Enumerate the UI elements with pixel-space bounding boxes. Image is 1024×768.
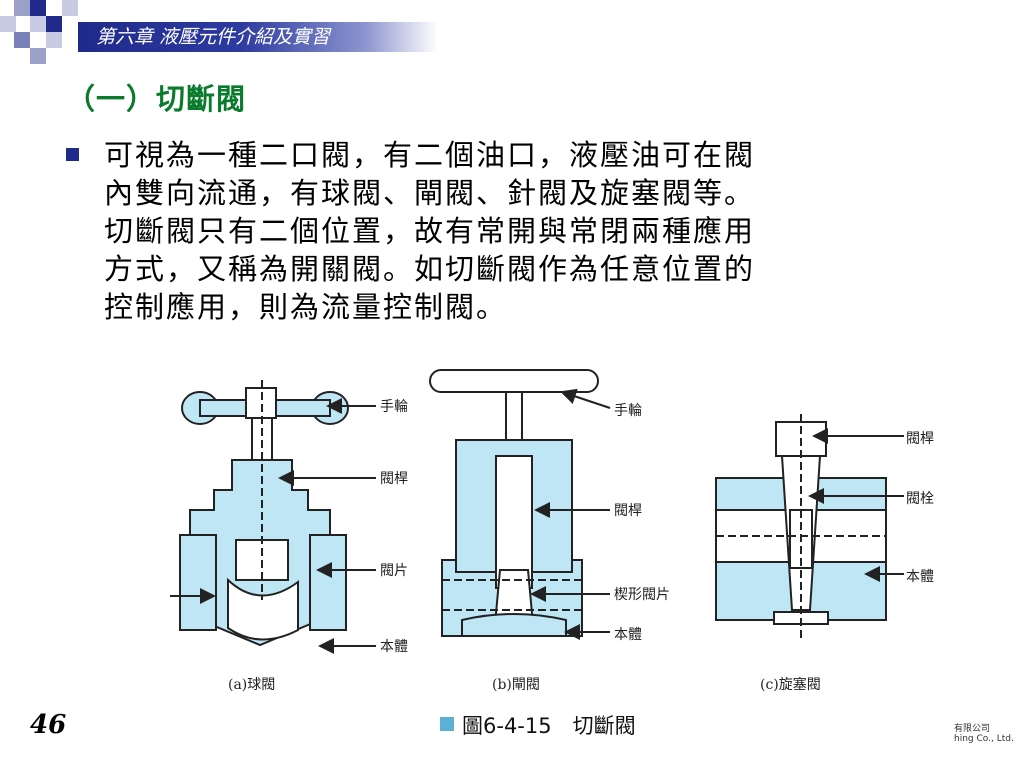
figure-label: 本體 [614,627,642,643]
valve-figure [170,369,904,654]
figure-label: 閥桿 [906,431,934,447]
page-number: 46 [30,710,67,740]
plug-valve-diagram [715,414,887,640]
publisher-mark: 有限公司 hing Co., Ltd. [954,724,1014,744]
bullet-line: 控制應用，則為流量控制閥。 [104,290,508,324]
gate-valve-diagram [429,369,599,637]
subcaption-a: (a)球閥 [228,677,276,693]
figure-label: 手輪 [614,403,642,419]
chapter-title: 第六章 液壓元件介紹及實習 [96,26,331,48]
globe-valve-diagram [179,380,349,647]
publisher-line: hing Co., Ltd. [954,734,1014,744]
header-bar [78,22,438,52]
figure-label: 手輪 [380,399,408,415]
figure-label: 閥栓 [906,491,934,507]
subcaption-b: (b)閘閥 [492,677,540,693]
bullet-icon [66,148,79,161]
figure-label: 閥桿 [614,503,642,519]
figure-label: 本體 [906,569,934,585]
figure-label: 楔形閥片 [614,587,670,603]
corner-decoration [0,0,78,64]
bullet-line: 可視為一種二口閥，有二個油口，液壓油可在閥 [104,138,756,172]
bullet-line: 內雙向流通，有球閥、閘閥、針閥及旋塞閥等。 [104,176,756,210]
figure-label: 本體 [380,639,408,655]
publisher-line: 有限公司 [954,724,991,734]
bullet-line: 方式，又稱為開關閥。如切斷閥作為任意位置的 [104,252,756,286]
bullet-text: 可視為一種二口閥，有二個油口，液壓油可在閥 內雙向流通，有球閥、閘閥、針閥及旋塞… [104,136,944,326]
caption-square-icon [440,717,454,731]
figure-label: 閥片 [380,563,408,579]
subcaption-c: (c)旋塞閥 [760,677,821,693]
section-heading: （一）切斷閥 [66,82,247,116]
figure-caption: 圖6-4-15 切斷閥 [462,714,636,738]
bullet-line: 切斷閥只有二個位置，故有常開與常閉兩種應用 [104,214,756,248]
figure-label: 閥桿 [380,471,408,487]
